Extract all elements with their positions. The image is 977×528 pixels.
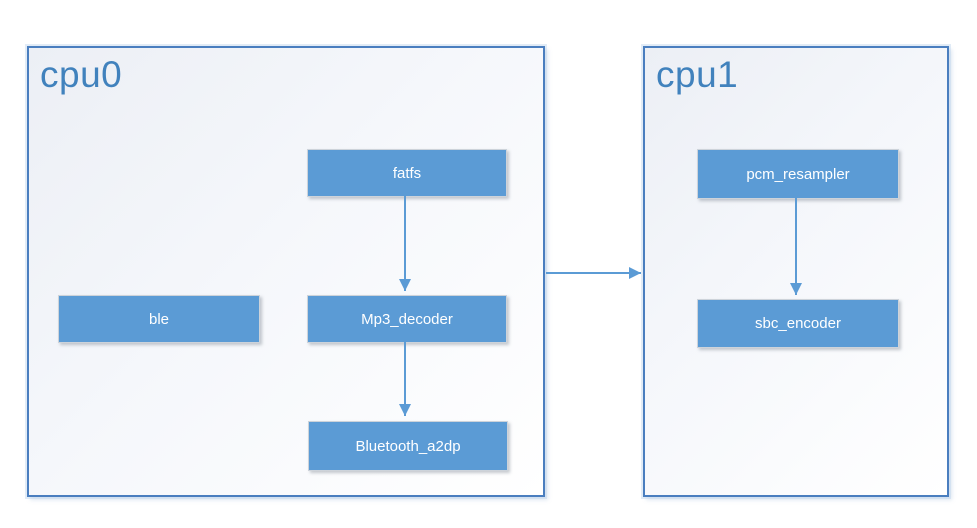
group-cpu1-title: cpu1 xyxy=(656,54,739,95)
node-pcm-resampler: pcm_resampler xyxy=(697,149,899,199)
node-mp3-decoder: Mp3_decoder xyxy=(307,295,507,343)
group-cpu0-title: cpu0 xyxy=(40,54,123,95)
group-cpu1: cpu1 pcm_resampler sbc_encoder xyxy=(643,46,949,497)
node-fatfs: fatfs xyxy=(307,149,507,197)
node-bluetooth-a2dp: Bluetooth_a2dp xyxy=(308,421,508,471)
node-sbc-encoder: sbc_encoder xyxy=(697,299,899,348)
node-ble: ble xyxy=(58,295,260,343)
group-cpu0: cpu0 fatfs ble Mp3_decoder Bluetooth_a2d… xyxy=(27,46,545,497)
